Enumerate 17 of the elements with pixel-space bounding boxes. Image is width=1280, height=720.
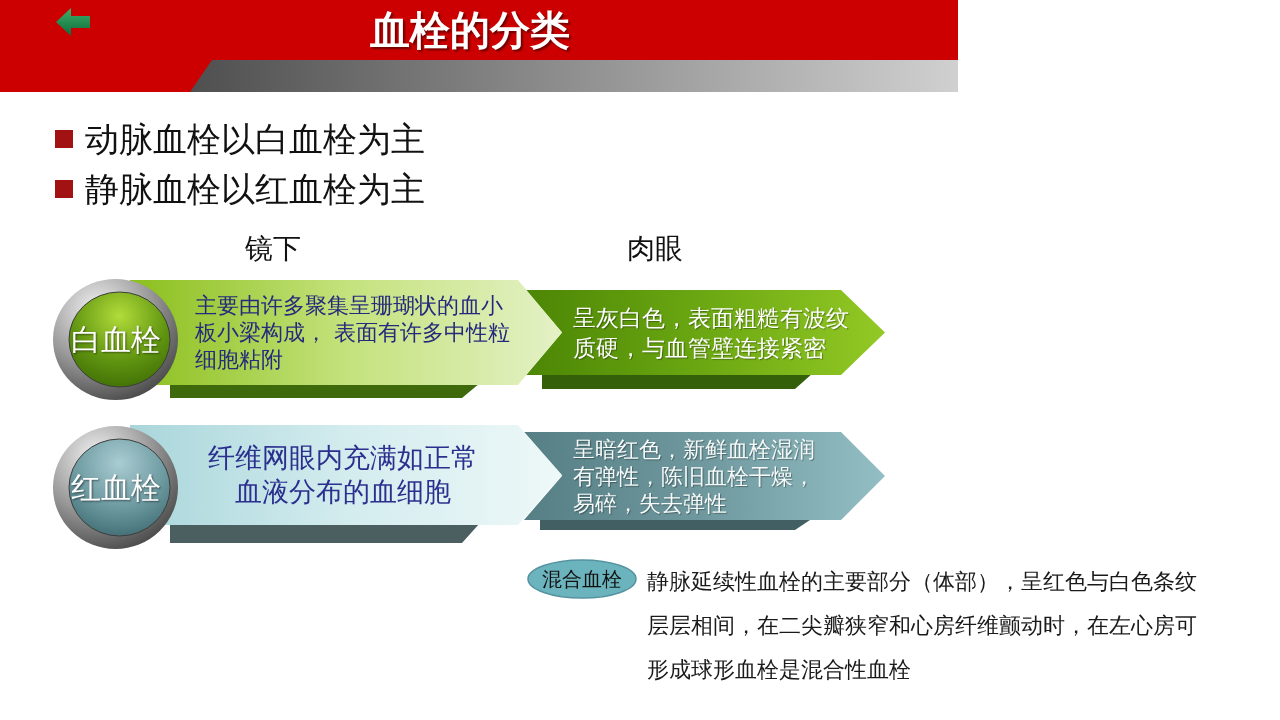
description-text: 呈灰白色，表面粗糙有波纹质硬，与血管壁连接紧密 [573, 303, 850, 363]
node-label: 白血栓 [70, 321, 161, 358]
ring-circle [52, 425, 179, 550]
node-label: 红血栓 [70, 469, 161, 506]
slide-title: 血栓的分类 [370, 6, 570, 54]
description-text: 静脉延续性血栓的主要部分（体部），呈红色与白色条纹层层相间，在二尖瓣狭窄和心房纤维颤动时，在左心房可形成球形血栓是混合性血栓 [647, 568, 1198, 684]
oval-tag [527, 559, 637, 599]
node-label: 混合血栓 [542, 566, 622, 592]
bullet-text: 静脉血栓以红血栓为主 [85, 168, 425, 210]
chevron-banner [526, 290, 885, 389]
description-text: 纤维网眼内充满如正常血液分布的血细胞 [206, 441, 479, 509]
bullet-text: 动脉血栓以白血栓为主 [85, 118, 425, 160]
column-heading: 肉眼 [627, 232, 683, 266]
description-text: 呈暗红色，新鲜血栓湿润有弹性，陈旧血栓干燥，易碎，失去弹性 [573, 435, 816, 517]
description-text: 主要由许多聚集呈珊瑚状的血小板小梁构成， 表面有许多中性粒细胞粘附 [195, 292, 511, 373]
column-heading: 镜下 [245, 232, 301, 266]
chevron-banner [524, 432, 885, 530]
